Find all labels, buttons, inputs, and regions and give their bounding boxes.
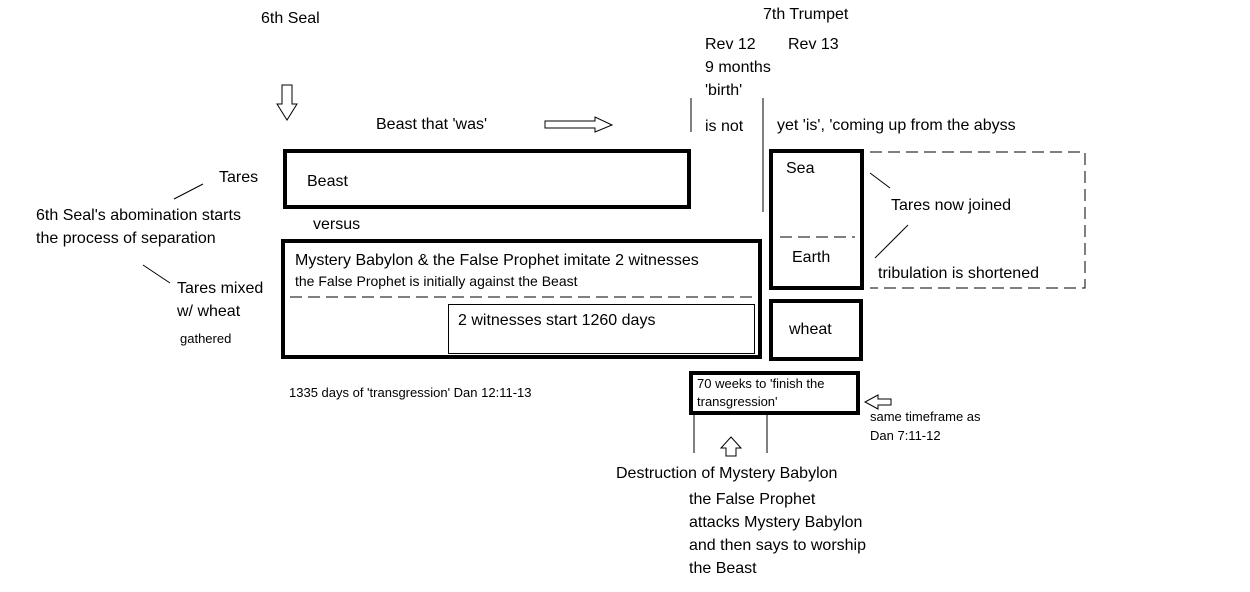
earth-label: Earth (792, 249, 831, 266)
abomination-line2: the process of separation (36, 230, 216, 247)
yet-is-label: yet 'is', 'coming up from the abyss (777, 117, 1016, 134)
false-prophet-against-label: the False Prophet is initially against t… (295, 273, 578, 289)
tribulation-shortened-label: tribulation is shortened (878, 265, 1039, 282)
days-1335-label: 1335 days of 'transgression' Dan 12:11-1… (289, 385, 532, 400)
seventy-weeks-line1: 70 weeks to 'finish the (697, 376, 825, 391)
seventy-weeks-line2: transgression' (697, 394, 778, 409)
abomination-line1: 6th Seal's abomination starts (36, 207, 241, 224)
is-not-label: is not (705, 118, 744, 135)
destruction-label: Destruction of Mystery Babylon (616, 465, 838, 482)
beast-box (283, 149, 691, 209)
tares-mixed-line2: w/ wheat (177, 303, 241, 320)
mystery-babylon-box (281, 239, 762, 359)
tares-now-joined-label: Tares now joined (891, 197, 1012, 214)
right-arrow-icon (544, 116, 614, 133)
same-timeframe-line1: same timeframe as (870, 409, 981, 424)
fp-line3: and then says to worship (689, 537, 866, 554)
nine-months-label: 9 months (705, 59, 771, 76)
versus-label: versus (313, 216, 361, 233)
gathered-label: gathered (180, 331, 232, 346)
two-witnesses-label: 2 witnesses start 1260 days (458, 312, 656, 329)
rev13-label: Rev 13 (788, 36, 839, 53)
seventh-trumpet-label: 7th Trumpet (763, 6, 849, 23)
tares-mixed-line1: Tares mixed (177, 280, 264, 297)
down-arrow-icon (276, 84, 298, 121)
seventy-weeks-box (689, 371, 860, 415)
beast-that-was-label: Beast that 'was' (376, 116, 488, 133)
up-arrow-icon (719, 436, 743, 457)
rev12-label: Rev 12 (705, 36, 756, 53)
sea-label: Sea (786, 160, 815, 177)
two-witnesses-box (448, 304, 755, 354)
tares-label: Tares (219, 169, 259, 186)
left-arrow-icon (863, 394, 892, 410)
fp-line2: attacks Mystery Babylon (689, 514, 863, 531)
beast-label: Beast (307, 173, 348, 190)
wheat-box (769, 299, 863, 361)
same-timeframe-line2: Dan 7:11-12 (870, 428, 941, 443)
wheat-label: wheat (789, 321, 832, 338)
sea-earth-box (769, 149, 864, 290)
sixth-seal-label: 6th Seal (261, 10, 320, 27)
mystery-babylon-label: Mystery Babylon & the False Prophet imit… (295, 252, 699, 269)
fp-line1: the False Prophet (689, 491, 816, 508)
birth-label: 'birth' (705, 82, 743, 99)
fp-line4: the Beast (689, 560, 757, 577)
